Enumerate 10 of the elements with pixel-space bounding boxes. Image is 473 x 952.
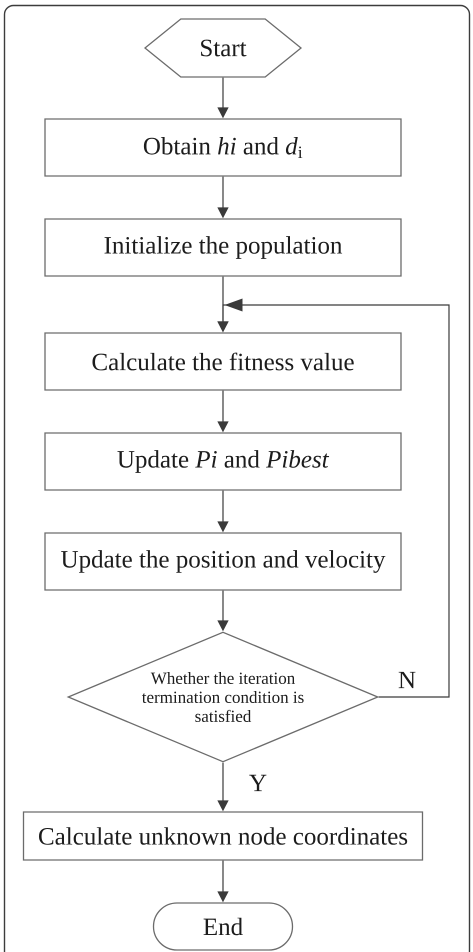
edge-label: Y	[248, 774, 268, 792]
end-terminal: End	[152, 902, 294, 951]
process-box: Obtain hi and d$_{i}$	[44, 118, 402, 177]
process-box: Initialize the population	[44, 218, 402, 277]
edge-label: N	[396, 670, 418, 690]
process-box: Calculate the fitness value	[44, 332, 402, 391]
process-box: Update Pi and Pibest	[44, 432, 402, 491]
start-hexagon: Start	[144, 18, 302, 78]
process-box: Update the position and velocity	[44, 532, 402, 591]
process-box: Calculate unknown node coordinates	[22, 811, 424, 861]
